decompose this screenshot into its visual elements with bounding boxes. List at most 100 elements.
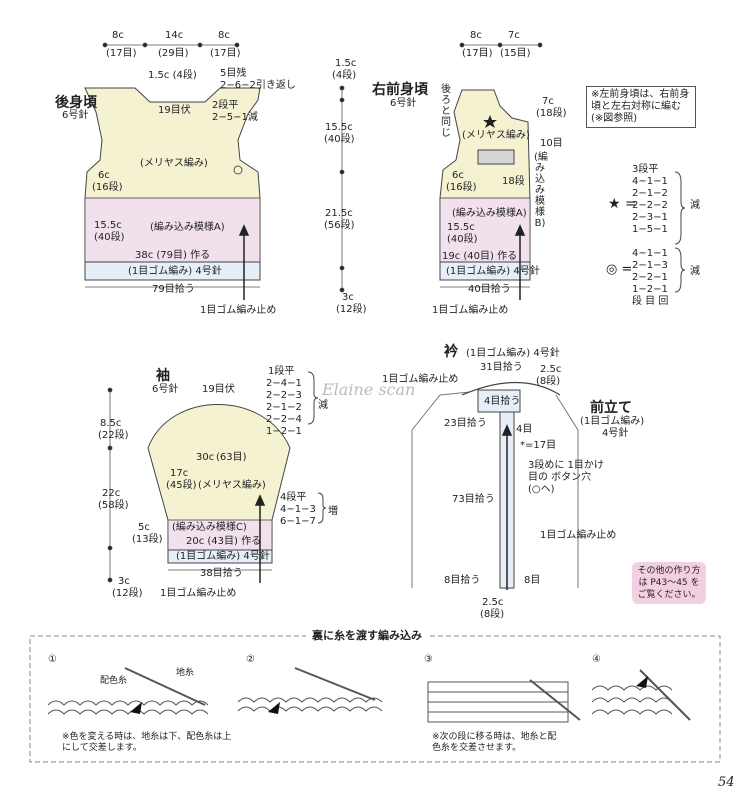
- mid-c-rows: (56段): [324, 220, 355, 231]
- circle-row-3: 2−2−1: [632, 272, 668, 283]
- watermark: Elaine scan: [322, 380, 416, 399]
- technique-ground-yarn: 地糸: [176, 668, 195, 678]
- back-cast: 38c (79目) 作る: [135, 250, 211, 261]
- band-needle: 4号針: [602, 428, 629, 439]
- collar-star: *=17目: [520, 440, 557, 451]
- mid-d-cm: 3c: [342, 292, 354, 303]
- sleeve-rib: [167, 549, 273, 564]
- collar-button-hole: 3段めに 1目かけ目の ボタン穴 (○ヘ): [528, 460, 604, 495]
- collar-rows4b: 4目: [516, 424, 533, 435]
- back-rib: [84, 261, 261, 281]
- front-plain: (メリヤス編み): [462, 130, 530, 141]
- sleeve-pattern: (編み込み模様C): [172, 522, 247, 533]
- front-body-cm: 15.5c: [447, 222, 475, 233]
- front-intarsia: (編み込み模様A): [452, 208, 527, 219]
- back-body-cm: 15.5c: [94, 220, 122, 231]
- star-row-1: 4−1−1: [632, 176, 668, 187]
- collar-stop: 1目ゴム編み止め: [382, 374, 459, 385]
- back-top-right-cm: 8c: [218, 30, 230, 41]
- cardigan-outline: [411, 391, 579, 588]
- collar-pick73: 73目拾う: [452, 494, 495, 505]
- sleeve-left-cm2: 22c: [102, 488, 121, 499]
- front-needle: 6号針: [390, 98, 417, 109]
- sleeve-cap-6: 1−2−1: [266, 426, 302, 437]
- back-top-right-st: (17目): [210, 48, 241, 59]
- sleeve-needle: 6号針: [152, 384, 179, 395]
- other-instructions-note: その他の作り方は P43〜45 をご覧ください。: [632, 562, 706, 604]
- technique-step-1: ①: [48, 654, 57, 665]
- front-top-left-st: (17目): [462, 48, 493, 59]
- back-remain: 5目残: [220, 68, 247, 79]
- front-pocket-box: [477, 149, 515, 165]
- sleeve-pick: 38目拾う: [200, 568, 243, 579]
- mid-b-rows: (40段): [324, 134, 355, 145]
- technique-color-yarn: 配色糸: [100, 676, 128, 686]
- back-turn: 2−6−2引き返し: [220, 80, 296, 91]
- sleeve-left-cm1: 8.5c: [100, 418, 122, 429]
- technique-title: 裏に糸を渡す編み込み: [306, 630, 428, 642]
- front-title: 右前身頃: [372, 82, 428, 98]
- star-row-2: 2−1−2: [632, 188, 668, 199]
- mid-d-rows: (12段): [336, 304, 367, 315]
- star-mark: [483, 115, 497, 128]
- back-top-left-cm: 8c: [112, 30, 124, 41]
- sleeve-rib: (1目ゴム編み) 4号針: [176, 551, 270, 562]
- star-row-3: 2−2−2: [632, 200, 668, 211]
- front-pick: 40目拾う: [468, 284, 511, 295]
- back-needle: 6号針: [62, 110, 89, 121]
- sleeve-plain: (メリヤス編み): [198, 480, 266, 491]
- back-intarsia: (編み込み模様A): [150, 222, 225, 233]
- front-top-left-cm: 8c: [470, 30, 482, 41]
- collar-band: [461, 382, 561, 396]
- front-neck-rows: (18段): [536, 108, 567, 119]
- front-back-side: 後ろと同じ: [441, 84, 451, 139]
- collar-pick23: 23目拾う: [444, 418, 487, 429]
- sleeve-width-st: (63目): [216, 452, 247, 463]
- sleeve-cap-4: 2−1−2: [266, 402, 302, 413]
- collar-bot-rows: (8段): [480, 609, 505, 620]
- back-pick: 79目拾う: [152, 284, 195, 295]
- back-rib-stop: 1目ゴム編み止め: [200, 305, 277, 316]
- sleeve-stop: 1目ゴム編み止め: [160, 588, 237, 599]
- technique-step-2: ②: [246, 654, 255, 665]
- front-cast: 19c (40目) 作る: [442, 251, 518, 262]
- collar-subtitle: (1目ゴム編み) 4号針: [466, 348, 560, 359]
- back-flat: 2段平: [212, 100, 239, 111]
- collar-st8: 8目: [524, 575, 541, 586]
- sleeve-cast: 20c (43目) 作る: [186, 536, 262, 547]
- sleeve-left-r3: (13段): [132, 534, 163, 545]
- front-arm-cm: 6c: [452, 170, 464, 181]
- front-top-right-st: (15目): [500, 48, 531, 59]
- circle-row-4: 1−2−1: [632, 284, 668, 295]
- collar-bot-cm: 2.5c: [482, 597, 504, 608]
- back-plain: (メリヤス編み): [140, 158, 208, 169]
- front-rib: (1目ゴム編み) 4号針: [446, 266, 540, 277]
- sleeve-cap-5: 2−2−4: [266, 414, 302, 425]
- circle-row-2: 2−1−3: [632, 260, 668, 271]
- sleeve-bind: 19目伏: [202, 384, 235, 395]
- front-rib-stop: 1目ゴム編み止め: [432, 305, 509, 316]
- sleeve-cap-label: 減: [318, 400, 328, 411]
- sleeve-height-cm: 17c: [170, 468, 189, 479]
- circle-row-1: 4−1−1: [632, 248, 668, 259]
- back-title: 後身頃: [55, 95, 97, 111]
- star-label: 減: [690, 200, 700, 211]
- circle-label: 減: [690, 266, 700, 277]
- sleeve-side-3: 6−1−7: [280, 516, 316, 527]
- star-flat: 3段平: [632, 164, 659, 175]
- back-shoulder: 1.5c (4段): [148, 70, 197, 81]
- back-top-left-st: (17目): [106, 48, 137, 59]
- back-top-center-cm: 14c: [165, 30, 184, 41]
- collar-w-cm: 2.5c: [540, 364, 562, 375]
- sleeve-cap-2: 2−4−1: [266, 378, 302, 389]
- star-row-5: 1−5−1: [632, 224, 668, 235]
- sleeve-side-label: 増: [328, 506, 338, 517]
- front-neck-cm: 7c: [542, 96, 554, 107]
- circle-symbol: ◎ =: [606, 262, 633, 277]
- back-rib: (1目ゴム編み) 4号針: [128, 266, 222, 277]
- circle-mark: [233, 165, 243, 175]
- front-rib: [439, 261, 531, 281]
- front-pattern-b: (編み込み模様B): [534, 152, 548, 229]
- left-front-note: ※左前身頃は、右前身頃と左右対称に編む (※図参照): [586, 86, 696, 128]
